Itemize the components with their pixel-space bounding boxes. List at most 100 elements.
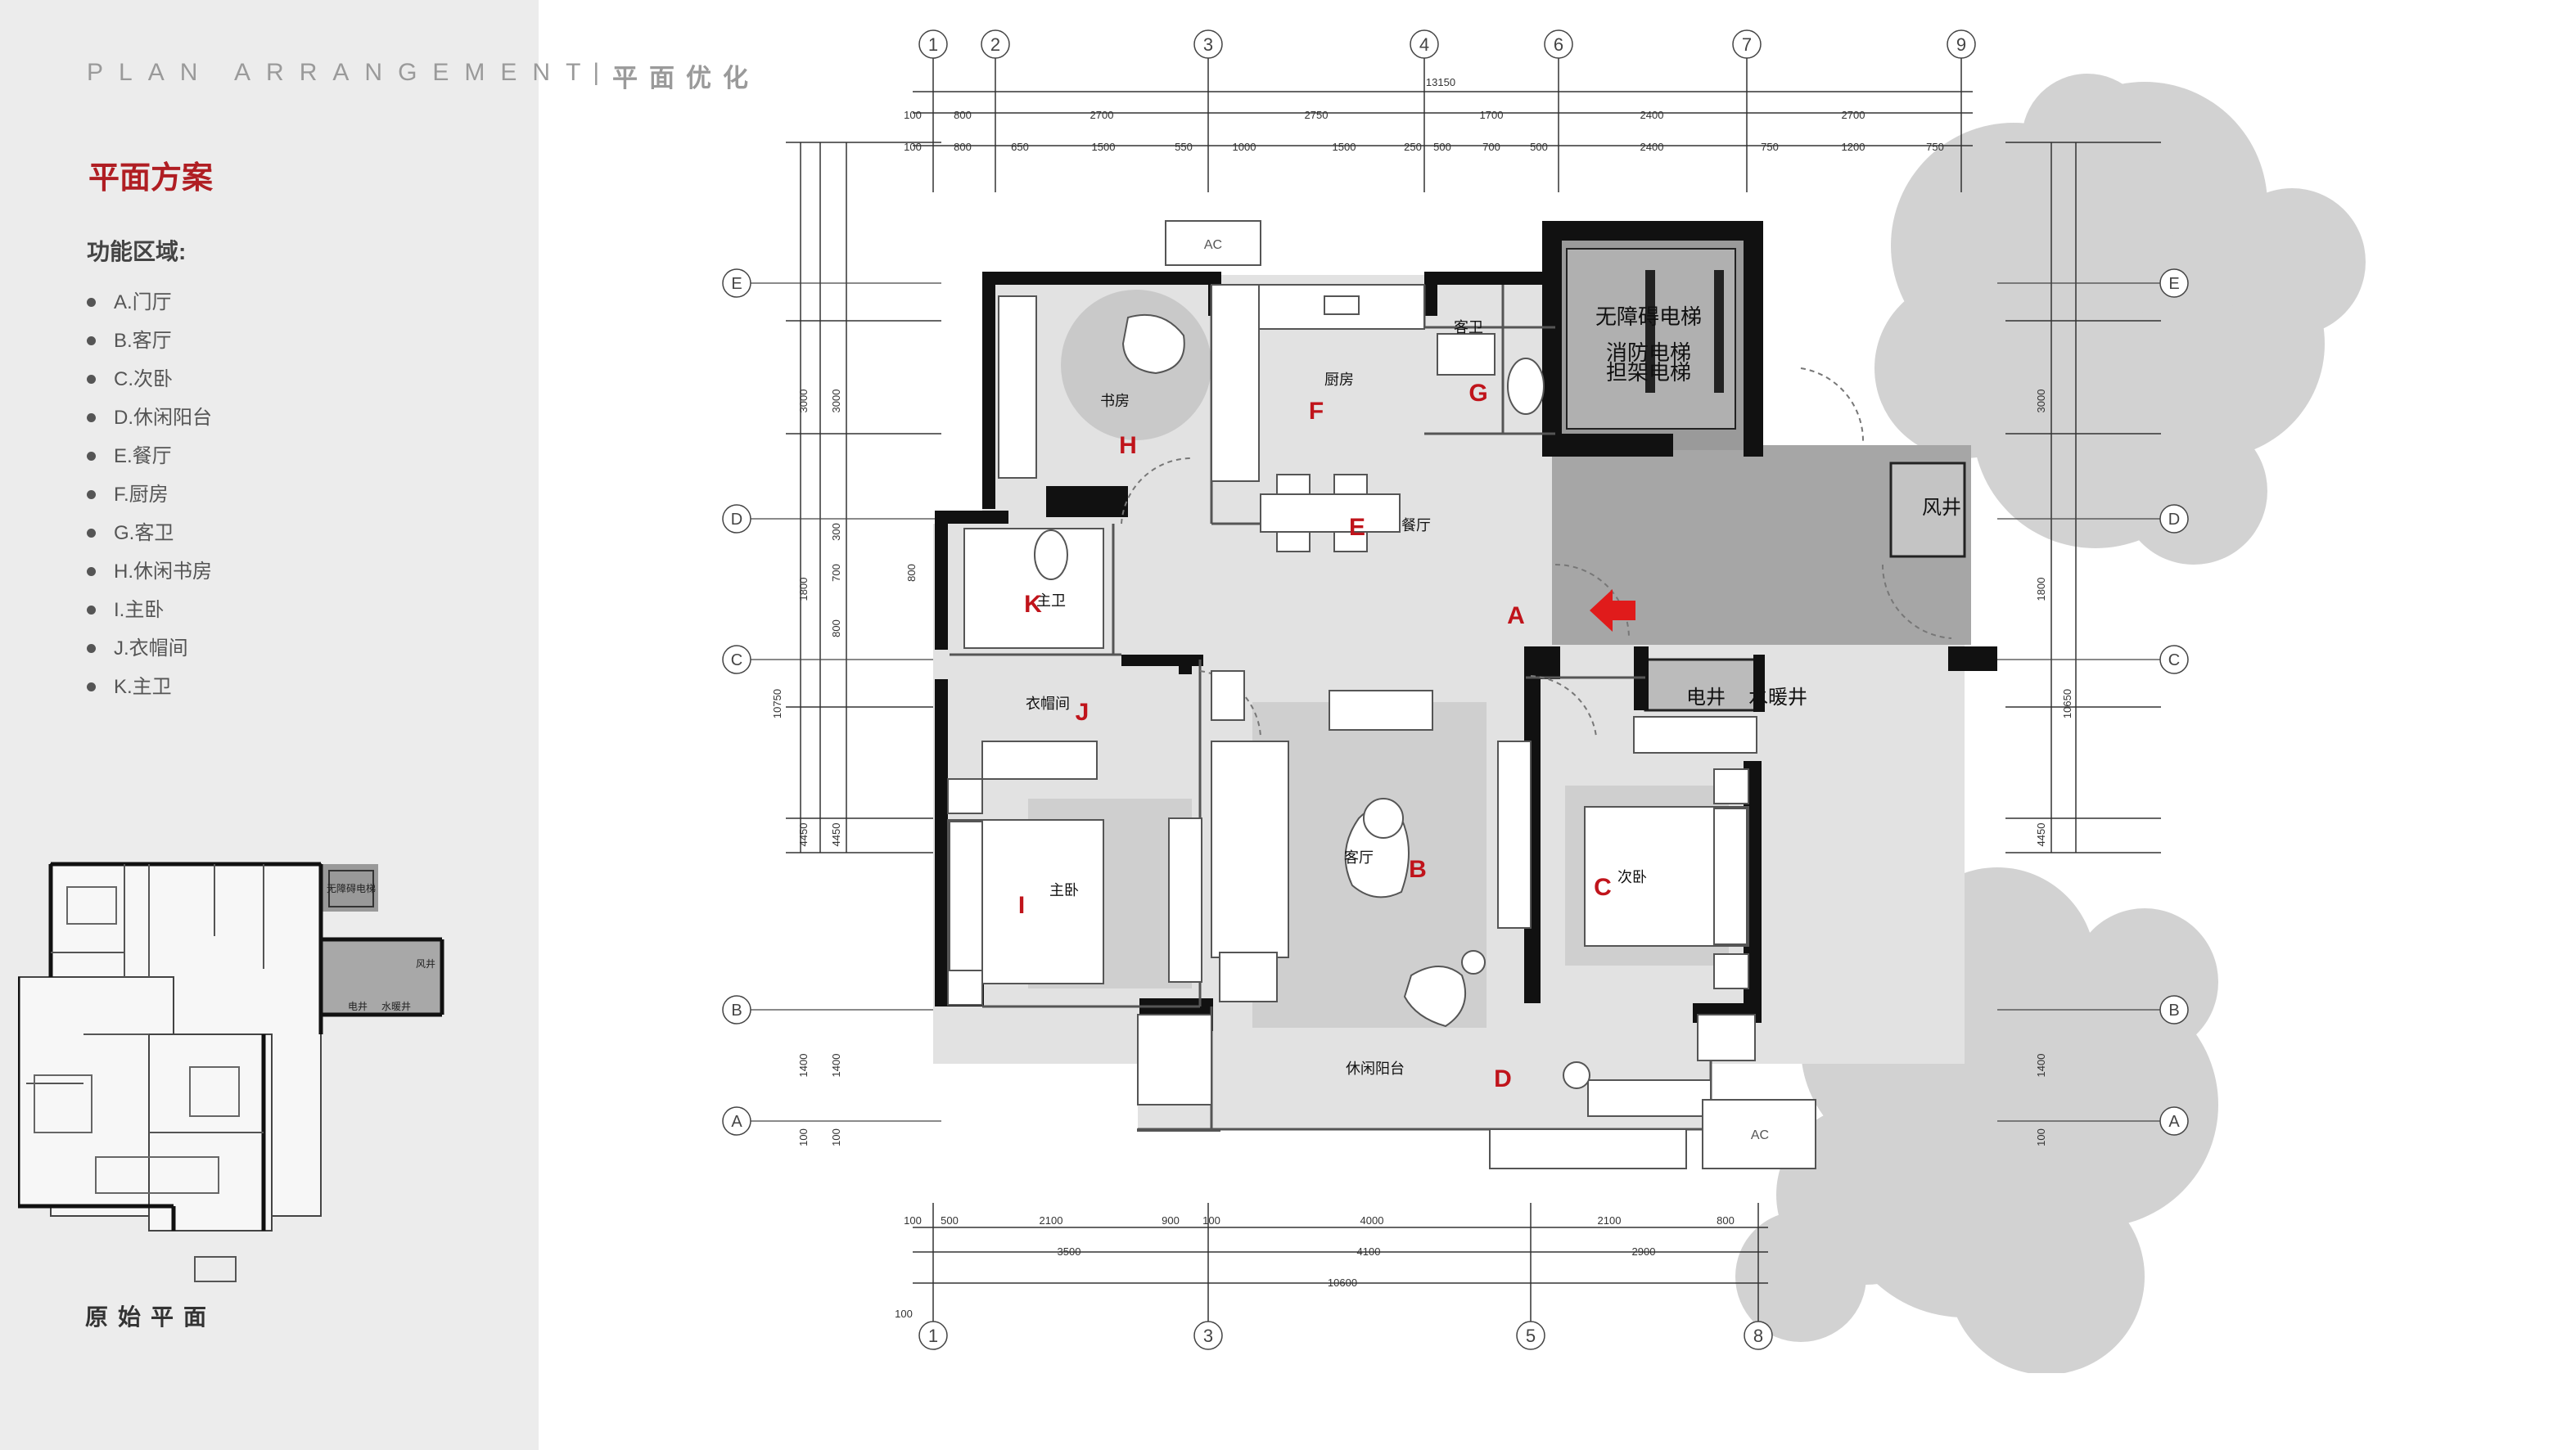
axis-label-left: D <box>731 511 742 529</box>
dim-right-outer: 100 <box>2035 1128 2047 1146</box>
ac-unit <box>1165 220 1261 266</box>
dim-top: 1000 <box>1233 141 1256 153</box>
axis-label-left: B <box>731 1002 742 1020</box>
zone-letter-j: J <box>1076 699 1089 726</box>
dim-bottom: 3500 <box>1058 1245 1081 1258</box>
axis-label-top: 6 <box>1554 34 1563 55</box>
header-title-cn: 平面优化 <box>612 64 760 92</box>
axis-label-top: 4 <box>1419 34 1429 55</box>
zone-letter-g: G <box>1468 380 1487 407</box>
bullet-icon <box>87 298 96 307</box>
axis-label-left: E <box>731 275 742 293</box>
mini-label-air-shaft: 风井 <box>416 958 435 970</box>
dim-bottom: 100 <box>1202 1214 1220 1227</box>
axis-label-bottom: 8 <box>1753 1326 1763 1346</box>
axis-label-top: 1 <box>928 34 938 55</box>
room-label-water-shaft: 水暖井 <box>1748 687 1807 709</box>
room-label-study: 书房 <box>1100 393 1130 409</box>
dim-top: 1500 <box>1333 141 1356 153</box>
function-item: C.次卧 <box>87 360 212 399</box>
header-title-en: PLAN ARRANGEMENT| <box>87 59 600 86</box>
function-item: E.餐厅 <box>87 437 212 475</box>
dim-bottom: 100 <box>904 1214 922 1227</box>
section-title: 平面方案 <box>88 161 214 196</box>
original-plan-title: 原始平面 <box>85 1304 217 1330</box>
dimensions-left <box>786 142 941 853</box>
main-floor-plan: 1 2 3 4 6 7 9 13150 100 800 2700 2750 17… <box>722 29 2366 1373</box>
axis-label-right: B <box>2168 1002 2179 1020</box>
room-label-master-bath: 主卫 <box>1036 592 1066 609</box>
dim-bottom: 900 <box>1162 1214 1180 1227</box>
dim-top: 550 <box>1175 141 1193 153</box>
entry-arrow-icon <box>1590 589 1635 632</box>
dim-left-inner: 100 <box>830 1128 842 1146</box>
mini-lobby <box>321 864 378 912</box>
dim-right-outer: 1400 <box>2035 1054 2047 1078</box>
dim-top: 650 <box>1011 141 1029 153</box>
axis-label-bottom: 5 <box>1526 1326 1536 1346</box>
axis-bubbles-top <box>918 29 1976 59</box>
dim-top: 2400 <box>1640 109 1664 121</box>
axis-label-top: 7 <box>1742 34 1752 55</box>
axis-bubbles-bottom <box>918 1321 1773 1350</box>
dim-bottom: 4000 <box>1360 1214 1384 1227</box>
dim-bottom: 2900 <box>1632 1245 1656 1258</box>
dim-total-bottom: 10600 <box>1328 1277 1357 1289</box>
elec-shaft <box>1644 658 1762 712</box>
room-label-air-shaft: 风井 <box>1922 497 1961 519</box>
sofa <box>1211 741 1289 958</box>
bullet-icon <box>87 682 96 691</box>
room-label-elevator: 担架电梯 <box>1606 360 1691 385</box>
dim-top: 500 <box>1433 141 1451 153</box>
zone-letter-a: A <box>1507 602 1525 629</box>
ac-unit <box>1702 1099 1816 1169</box>
zone-letter-e: E <box>1349 514 1365 541</box>
walls <box>935 221 1997 1031</box>
dimensions-top <box>913 44 1973 192</box>
bullet-icon <box>87 644 96 653</box>
bullet-icon <box>87 452 96 461</box>
mini-label-elec-shaft: 电井 <box>348 1001 368 1012</box>
mini-corridor <box>323 939 442 1015</box>
room-label-elevator: 无障碍电梯 <box>1595 304 1702 329</box>
dim-top: 1200 <box>1842 141 1865 153</box>
function-item: A.门厅 <box>87 283 212 322</box>
air-shaft <box>1889 462 1966 558</box>
room-label-kitchen: 厨房 <box>1324 372 1354 388</box>
axis-label-bottom: 3 <box>1203 1326 1213 1346</box>
room-label-guest-bath: 客卫 <box>1454 319 1483 335</box>
dim-left-small: 800 <box>905 564 918 582</box>
room-label-cloakroom: 衣帽间 <box>1026 696 1070 712</box>
dim-bottom: 500 <box>941 1214 959 1227</box>
axis-bubbles-side <box>722 268 2189 1136</box>
dim-left-total: 10750 <box>771 689 783 718</box>
original-floor-plan: 无障碍电梯 风井 电井 水暖井 <box>18 838 452 1286</box>
function-item: F.厨房 <box>87 475 212 514</box>
axis-label-bottom: 1 <box>928 1326 938 1346</box>
functions-title: 功能区域: <box>87 239 187 264</box>
axis-lines-side <box>751 282 2160 1122</box>
dim-bottom-edge: 100 <box>895 1308 913 1320</box>
zone-letter-h: H <box>1119 432 1137 459</box>
room-label-elevator: 消防电梯 <box>1606 340 1691 365</box>
dim-top: 800 <box>954 109 972 121</box>
function-item: G.客卫 <box>87 514 212 552</box>
dim-total-top: 13150 <box>1426 76 1455 88</box>
function-item: B.客厅 <box>87 322 212 360</box>
ac-label: AC <box>1204 238 1222 252</box>
dim-left-outer: 100 <box>797 1128 810 1146</box>
dim-left-outer: 3000 <box>797 390 810 413</box>
bullet-icon <box>87 490 96 499</box>
dim-left-inner: 1400 <box>830 1054 842 1078</box>
dim-right-outer: 1800 <box>2035 578 2047 601</box>
zone-letter-f: F <box>1309 398 1324 425</box>
dim-top: 2700 <box>1090 109 1114 121</box>
room-label-balcony: 休闲阳台 <box>1346 1060 1405 1077</box>
function-item: I.主卧 <box>87 591 212 629</box>
dim-top: 2750 <box>1305 109 1329 121</box>
furniture <box>947 220 1816 1169</box>
dim-left-inner: 700 <box>830 564 842 582</box>
dim-right-outer: 4450 <box>2035 823 2047 847</box>
axis-label-left: C <box>731 651 742 669</box>
dim-bottom: 2100 <box>1598 1214 1622 1227</box>
